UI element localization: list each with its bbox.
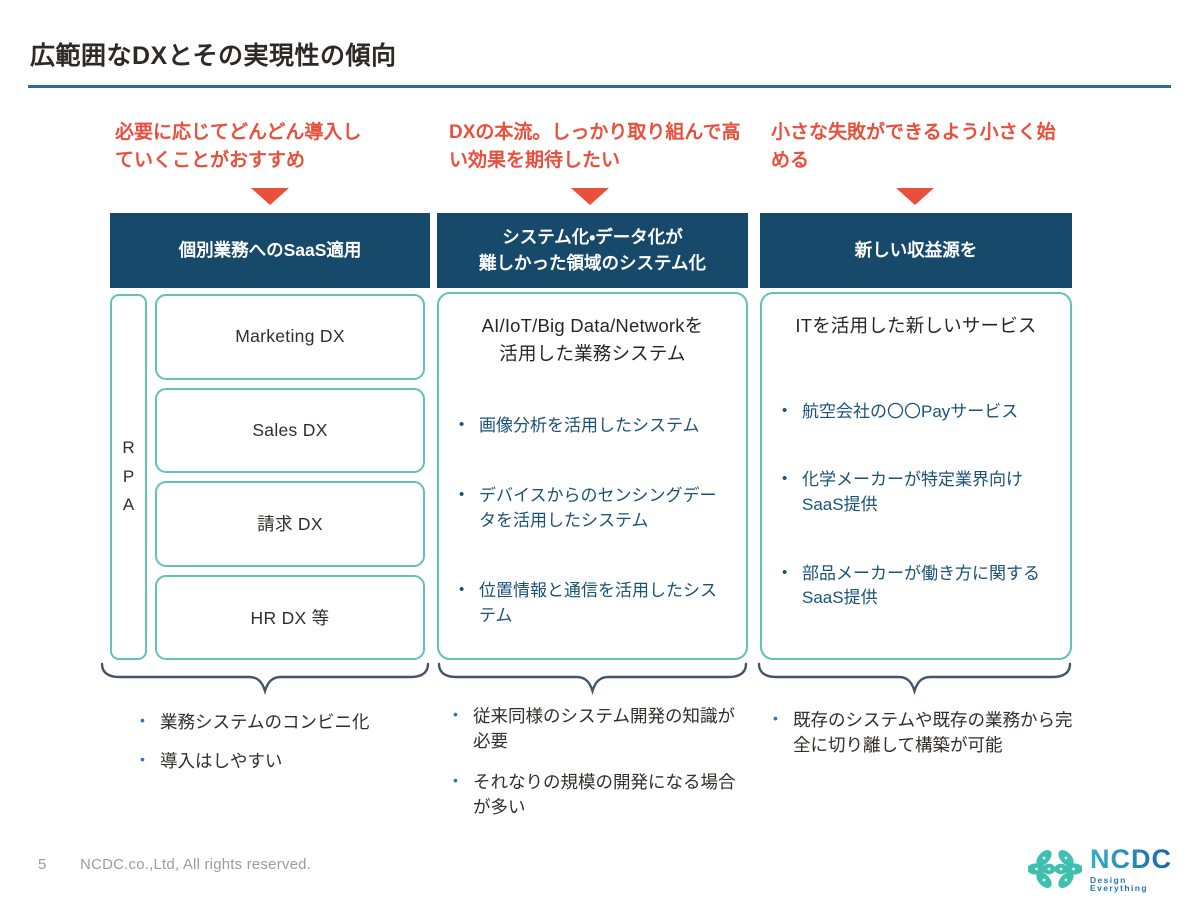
annotation-column-2: DXの本流。しっかり取り組んで高い効果を期待したい (449, 122, 741, 171)
bottom-bullet: それなりの規模の開発になる場合が多い (446, 770, 746, 820)
column-header-text: 新しい収益源を (854, 239, 978, 260)
bottom-bullet-list-2: 従来同様のシステム開発の知識が必要 それなりの規模の開発になる場合が多い (446, 704, 746, 819)
saas-box-sales: Sales DX (155, 387, 425, 473)
content-bullet: 化学メーカーが特定業界向けSaaS提供 (776, 468, 1056, 517)
content-box-new-services: ITを活用した新しいサービス 航空会社の〇〇Payサービス 化学メーカーが特定業… (760, 292, 1072, 660)
ncdc-logo-mark-icon (1028, 850, 1082, 888)
content-bullet-list: 画像分析を活用したシステム デバイスからのセンシングデータを活用したシステム 位… (453, 414, 732, 629)
annotation-column-1: 必要に応じてどんどん導入していくことがおすすめ (115, 122, 362, 171)
content-bullet: 画像分析を活用したシステム (453, 414, 732, 439)
saas-box-billing: 請求 DX (155, 481, 425, 567)
brace-icon (437, 662, 748, 696)
column-header-text: 個別業務へのSaaS適用 (178, 239, 362, 260)
saas-box-hr: HR DX 等 (155, 574, 425, 660)
ncdc-logo-text: NCDC Design Everything (1090, 845, 1180, 893)
column-header-text: システム化・データ化が (502, 227, 683, 248)
saas-box-marketing: Marketing DX (155, 294, 425, 380)
content-bullet: 航空会社の〇〇Payサービス (776, 400, 1056, 425)
content-bullet-list: 航空会社の〇〇Payサービス 化学メーカーが特定業界向けSaaS提供 部品メーカ… (776, 400, 1056, 611)
content-heading-line: AI/IoT/Big Data/Networkを (481, 315, 704, 336)
ncdc-logo-name: NCDC (1090, 845, 1180, 873)
content-heading-line: ITを活用した新しいサービス (795, 315, 1037, 336)
column-header-systemization: システム化・データ化が 難しかった領域のシステム化 (437, 213, 748, 288)
saas-box-stack: Marketing DX Sales DX 請求 DX HR DX 等 (155, 294, 425, 660)
down-triangle-icon (896, 188, 934, 205)
down-triangle-icon (251, 188, 289, 205)
content-heading-line: 活用した業務システム (499, 342, 686, 364)
column-header-new-revenue: 新しい収益源を (760, 213, 1072, 288)
ncdc-logo: NCDC Design Everything (1028, 843, 1180, 895)
rpa-side-box: R P A (110, 294, 147, 660)
down-triangle-icon (571, 188, 609, 205)
content-heading: AI/IoT/Big Data/Networkを 活用した業務システム (453, 312, 732, 368)
bottom-bullet-list-1: 業務システムのコンビニ化 導入はしやすい (133, 710, 433, 774)
column-header-saas: 個別業務へのSaaS適用 (110, 213, 430, 288)
content-box-systemization: AI/IoT/Big Data/Networkを 活用した業務システム 画像分析… (437, 292, 748, 660)
bottom-bullet-list-3: 既存のシステムや既存の業務から完全に切り離して構築が可能 (766, 708, 1078, 758)
page-title: 広範囲なDXとその実現性の傾向 (30, 42, 397, 70)
annotation-column-3: 小さな失敗ができるよう小さく始める (771, 122, 1056, 171)
column-header-text: 難しかった領域のシステム化 (479, 252, 706, 273)
ncdc-logo-tagline: Design Everything (1090, 874, 1148, 893)
bottom-bullet: 業務システムのコンビニ化 (133, 710, 433, 735)
bottom-bullet: 従来同様のシステム開発の知識が必要 (446, 704, 746, 754)
content-bullet: デバイスからのセンシングデータを活用したシステム (453, 484, 732, 533)
brace-icon (100, 662, 430, 696)
content-bullet: 部品メーカーが働き方に関するSaaS提供 (776, 562, 1056, 611)
content-bullet: 位置情報と通信を活用したシステム (453, 579, 732, 628)
page-number: 5 (38, 856, 47, 873)
content-heading: ITを活用した新しいサービス (776, 312, 1056, 340)
bottom-bullet: 既存のシステムや既存の業務から完全に切り離して構築が可能 (766, 708, 1078, 758)
title-underline (28, 85, 1171, 88)
brace-icon (757, 662, 1072, 696)
bottom-bullet: 導入はしやすい (133, 749, 433, 774)
copyright-text: NCDC.co.,Ltd, All rights reserved. (80, 856, 312, 873)
